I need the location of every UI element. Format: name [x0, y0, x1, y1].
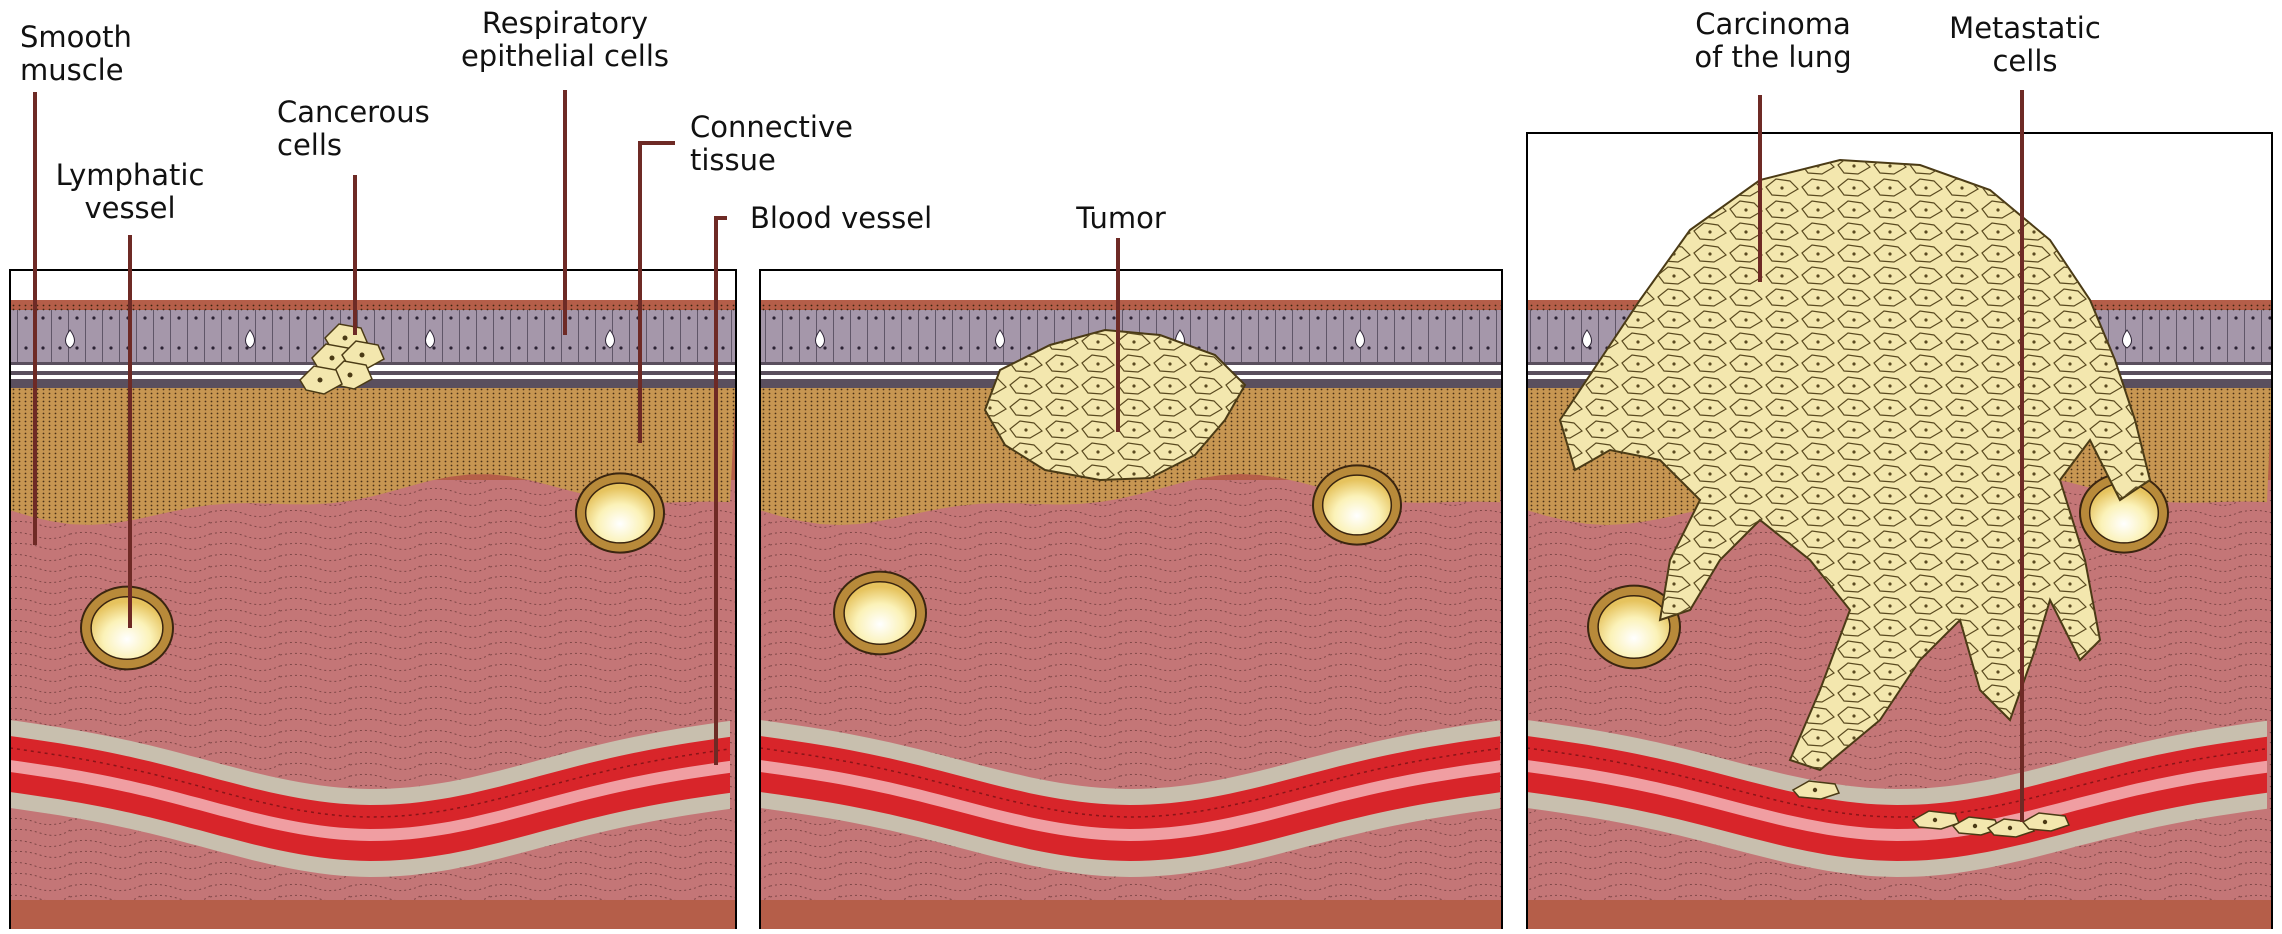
lymphatic-vessel-2-2 [1313, 465, 1401, 544]
lymphatic-vessel-1-2 [576, 473, 664, 552]
lymphatic-vessel-label: Lymphatic [56, 158, 205, 192]
smooth-muscle-label-line2: muscle [20, 53, 124, 87]
tissue-panels [10, 133, 2272, 929]
lymphatic-vessel-2-1 [834, 572, 926, 655]
respiratory-epithelial-cells-label-line2: epithelial cells [461, 39, 669, 73]
lymphatic-vessel-1-1 [81, 587, 173, 670]
respiratory-epithelial-cells-label: Respiratory [482, 6, 648, 40]
carcinoma-label-line2: of the lung [1694, 40, 1851, 74]
metastatic-cells-label: Metastatic [1949, 11, 2101, 45]
connective-tissue-label-line2: tissue [690, 143, 776, 177]
metastatic-cells-label-line2: cells [1992, 44, 2057, 78]
connective-tissue-label: Connective [690, 110, 853, 144]
tumor-label: Tumor [1075, 201, 1166, 235]
carcinoma-label: Carcinoma [1695, 7, 1850, 41]
lymphatic-vessel-label-line2: vessel [84, 191, 175, 225]
cancerous-cells-label-line2: cells [277, 128, 342, 162]
blood-vessel-label: Blood vessel [750, 201, 932, 235]
tissue-panel-1 [10, 300, 736, 929]
cancerous-cells-label: Cancerous [277, 95, 430, 129]
smooth-muscle-label: Smooth [20, 20, 132, 54]
